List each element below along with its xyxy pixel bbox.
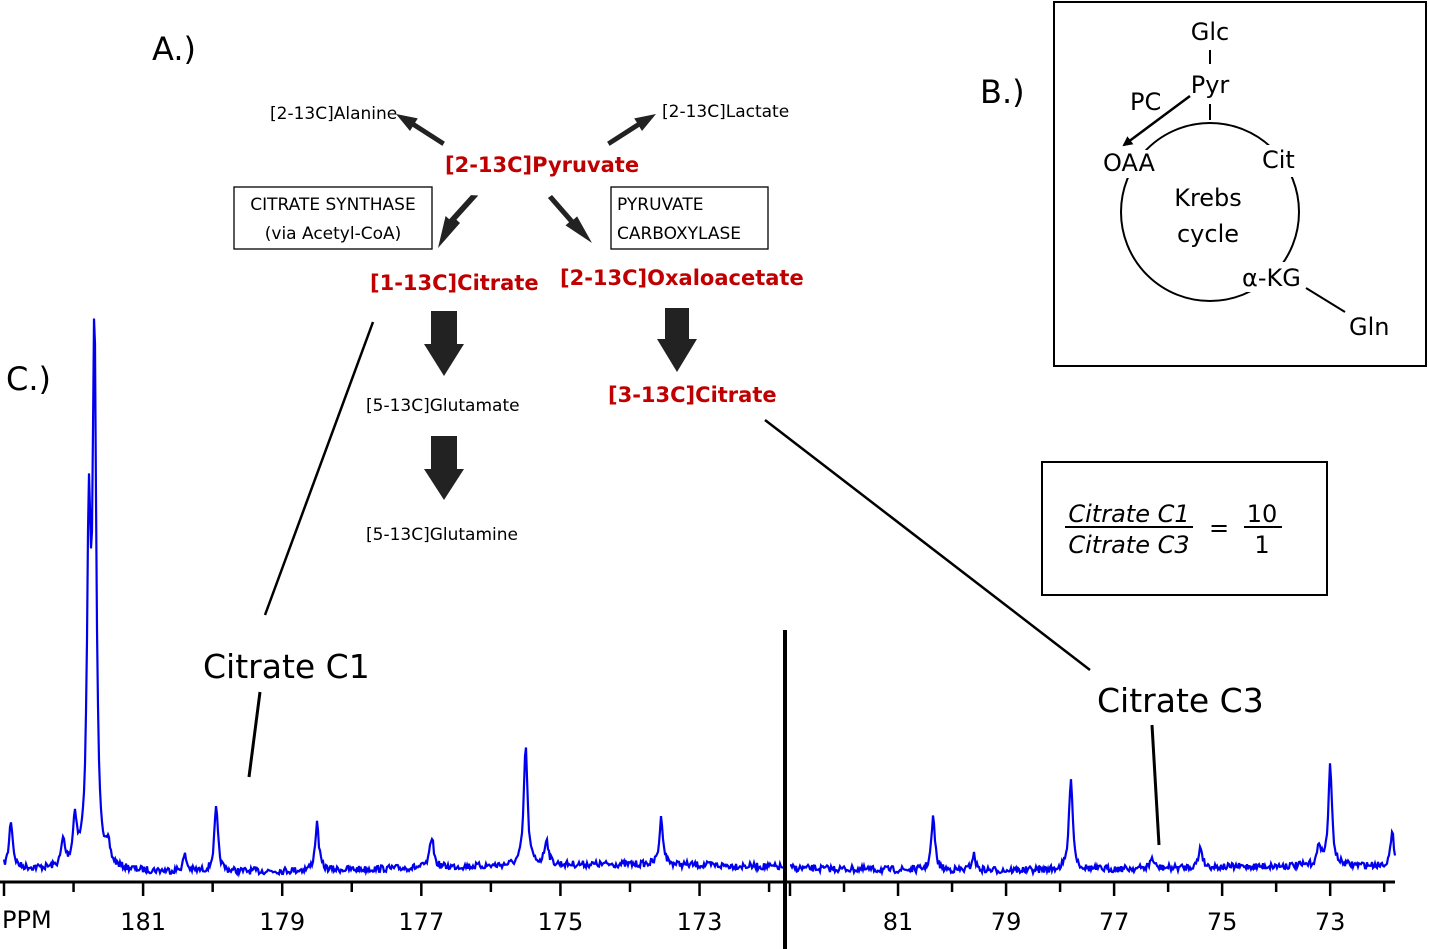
arrow-glutamate-to-glutamine — [424, 436, 464, 500]
oxaloacetate-label: [2-13C]Oxaloacetate — [560, 266, 804, 290]
alanine-label: [2-13C]Alanine — [270, 104, 397, 124]
c1-peak-pointer — [247, 691, 262, 778]
axis-tick-label: 79 — [991, 908, 1022, 936]
axis-tick-label: 175 — [538, 908, 584, 936]
ratio-denominator: Citrate C3 — [1068, 531, 1189, 559]
c1-peak-label: Citrate C1 — [203, 647, 370, 686]
pc-arrow — [1122, 94, 1191, 147]
axis-tick-label: 75 — [1207, 908, 1238, 936]
krebs-pc: PC — [1130, 88, 1161, 116]
arrow-to-lactate — [607, 114, 656, 146]
axis-tick-label: 173 — [677, 908, 723, 936]
panel-label-a: A.) — [152, 30, 196, 68]
glutamate-label: [5-13C]Glutamate — [366, 396, 520, 416]
ratio-equals: = — [1209, 514, 1229, 542]
citrate3-label: [3-13C]Citrate — [608, 383, 777, 407]
axis-unit-label: PPM — [2, 906, 52, 934]
ratio-value-denominator: 1 — [1254, 531, 1269, 559]
arrow-to-oxaloacetate — [547, 195, 592, 243]
spectrum-left — [2, 318, 784, 878]
lactate-label: [2-13C]Lactate — [662, 102, 789, 122]
arrow-citrate1-to-glutamate — [424, 311, 464, 376]
panel-label-c: C.) — [6, 360, 51, 398]
krebs-oaa: OAA — [1103, 149, 1156, 177]
akg-gln-connector — [1305, 287, 1346, 313]
c3-peak-pointer — [1150, 724, 1161, 846]
pyruvate-carboxylase-line1: PYRUVATE — [617, 195, 704, 215]
krebs-panel-frame — [1053, 1, 1427, 367]
pyruvate-carboxylase-box: PYRUVATE CARBOXYLASE — [610, 186, 769, 250]
citrate1-connector-line — [263, 321, 375, 616]
krebs-pyr: Pyr — [1191, 71, 1230, 99]
arrow-to-alanine — [396, 114, 445, 146]
glutamine-label: [5-13C]Glutamine — [366, 525, 518, 545]
citrate-synthase-box: CITRATE SYNTHASE (via Acetyl-CoA) — [233, 186, 433, 250]
pyruvate-carboxylase-line2: CARBOXYLASE — [617, 224, 741, 244]
ratio-box — [1041, 461, 1328, 596]
krebs-gln: Gln — [1349, 313, 1389, 341]
arrow-to-citrate1 — [438, 195, 479, 248]
citrate-synthase-line1: CITRATE SYNTHASE — [250, 195, 415, 215]
krebs-cycle-circle — [1120, 122, 1300, 302]
pyruvate-label: [2-13C]Pyruvate — [445, 153, 639, 177]
krebs-cit: Cit — [1262, 146, 1295, 174]
c3-peak-label: Citrate C3 — [1097, 681, 1264, 720]
citrate3-connector-line — [764, 419, 1091, 671]
axis-tick-label: 73 — [1315, 908, 1346, 936]
ratio-value-numerator: 10 — [1247, 500, 1278, 528]
spectrum-trace-left — [2, 318, 784, 878]
krebs-akg: α-KG — [1242, 264, 1301, 292]
krebs-cycle-label-2: cycle — [1177, 220, 1239, 248]
krebs-glc: Glc — [1191, 18, 1229, 46]
axis-ticks: 181 179 177 175 173 81 79 77 75 73 — [2, 882, 1386, 936]
citrate-synthase-line2: (via Acetyl-CoA) — [265, 224, 402, 244]
panel-label-b: B.) — [980, 73, 1025, 111]
spectrum-right — [789, 763, 1397, 877]
axis-tick-label: 77 — [1099, 908, 1130, 936]
arrow-oxaloacetate-to-citrate3 — [657, 308, 697, 372]
axis-tick-label: 177 — [398, 908, 444, 936]
krebs-cycle-label-1: Krebs — [1174, 184, 1242, 212]
citrate1-label: [1-13C]Citrate — [370, 271, 539, 295]
axis-tick-label: 81 — [883, 908, 914, 936]
ratio-numerator: Citrate C1 — [1068, 500, 1189, 528]
axis-tick-label: 179 — [259, 908, 305, 936]
axis-tick-label: 181 — [120, 908, 166, 936]
spectrum-trace-right — [789, 763, 1397, 877]
